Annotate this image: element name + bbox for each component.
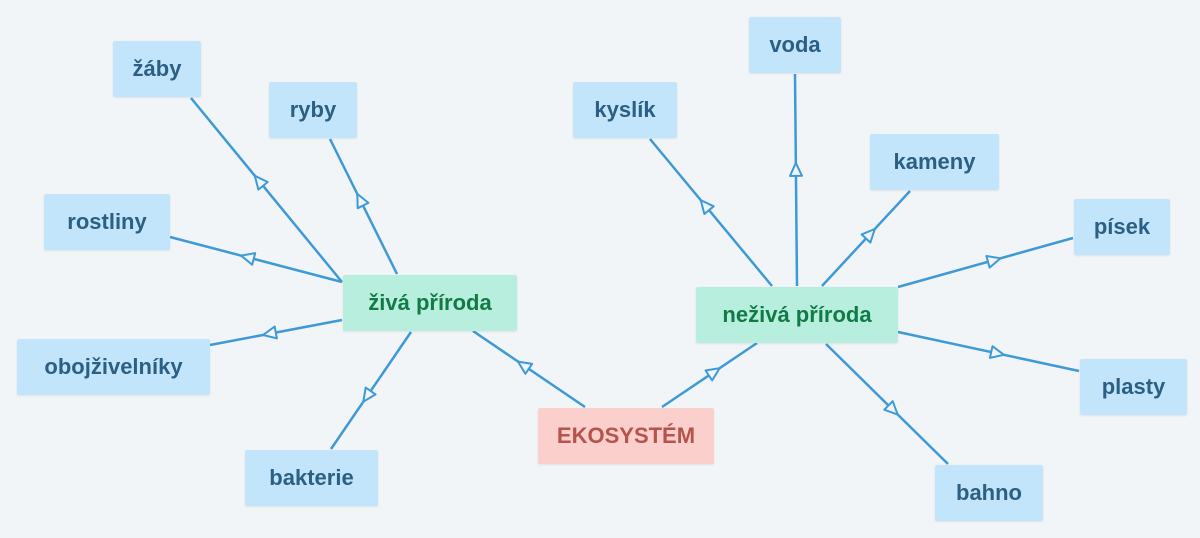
node-leaf[interactable]: rostliny bbox=[44, 194, 170, 250]
arrowhead-root-c0 bbox=[517, 360, 534, 375]
arrowhead-c0-c0-3 bbox=[262, 325, 278, 340]
node-leaf[interactable]: ryby bbox=[269, 82, 357, 138]
arrowhead-c0-c0-4 bbox=[362, 386, 377, 403]
arrowhead-c1-c1-5 bbox=[883, 400, 899, 416]
node-category-nonliving[interactable]: neživá příroda bbox=[696, 287, 898, 343]
connector-line-c1-c1-4 bbox=[897, 330, 1080, 373]
node-leaf[interactable]: žáby bbox=[113, 41, 201, 97]
arrowhead-c1-c1-2 bbox=[860, 228, 876, 244]
arrowhead-c1-c1-1 bbox=[789, 161, 803, 177]
connector-line-c1-c1-5 bbox=[825, 343, 949, 465]
arrowhead-c1-c1-0 bbox=[699, 199, 715, 215]
arrowhead-c1-c1-4 bbox=[988, 345, 1005, 359]
node-category-living[interactable]: živá příroda bbox=[343, 275, 517, 331]
connector-line-c1-c1-3 bbox=[897, 236, 1074, 289]
node-root[interactable]: EKOSYSTÉM bbox=[538, 408, 714, 464]
arrowhead-c0-c0-0 bbox=[253, 174, 269, 191]
connector-line-c0-c0-2 bbox=[169, 235, 343, 284]
connector-line-c1-c1-1 bbox=[793, 73, 799, 287]
connector-line-c0-c0-1 bbox=[328, 138, 399, 275]
arrowhead-c1-c1-3 bbox=[985, 255, 1002, 269]
node-leaf[interactable]: kameny bbox=[870, 134, 999, 190]
node-leaf[interactable]: bakterie bbox=[245, 450, 378, 506]
node-leaf[interactable]: obojživelníky bbox=[17, 339, 210, 395]
node-leaf[interactable]: bahno bbox=[935, 465, 1043, 521]
node-leaf[interactable]: písek bbox=[1074, 199, 1170, 255]
connector-line-c1-c1-0 bbox=[649, 138, 773, 287]
arrowhead-root-c1 bbox=[704, 367, 721, 382]
arrowhead-c0-c0-1 bbox=[356, 192, 370, 210]
arrowhead-c0-c0-2 bbox=[240, 252, 257, 266]
node-leaf[interactable]: kyslík bbox=[573, 82, 677, 138]
node-leaf[interactable]: voda bbox=[749, 17, 841, 73]
connector-line-c0-c0-0 bbox=[190, 97, 343, 283]
node-leaf[interactable]: plasty bbox=[1080, 359, 1187, 415]
